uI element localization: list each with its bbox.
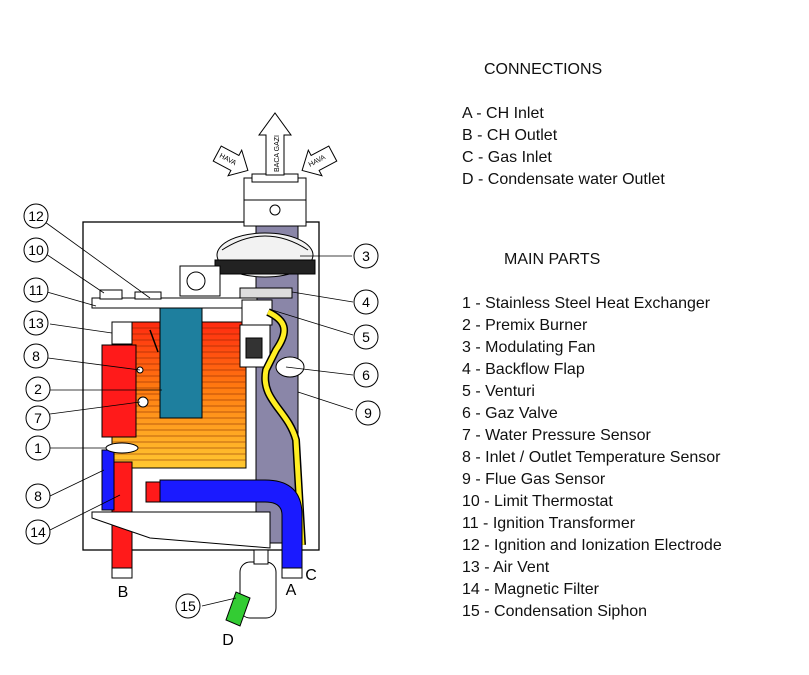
part-item: 7 - Water Pressure Sensor [462, 427, 651, 444]
callout-5: 5 [362, 329, 370, 345]
premix-burner [159, 307, 203, 419]
legend-panel: CONNECTIONS A - CH Inlet B - CH Outlet C… [460, 0, 809, 675]
callout-14: 14 [30, 524, 46, 540]
flue-outlet [243, 173, 307, 227]
callout-8-bottom: 8 [34, 488, 42, 504]
boiler-casing [82, 221, 320, 551]
connections-list: A - CH Inlet B - CH Outlet C - Gas Inlet… [462, 103, 665, 191]
port-label-b: B [118, 584, 129, 601]
callout-2: 2 [34, 381, 42, 397]
part-item: 14 - Magnetic Filter [462, 581, 599, 598]
callout-10: 10 [28, 242, 44, 258]
connection-item: A - CH Inlet [462, 105, 544, 122]
connection-item: C - Gas Inlet [462, 149, 552, 166]
callout-13: 13 [28, 315, 44, 331]
callout-3: 3 [362, 248, 370, 264]
connection-item: D - Condensate water Outlet [462, 171, 665, 188]
part-item: 5 - Venturi [462, 383, 535, 400]
part-item: 4 - Backflow Flap [462, 361, 585, 378]
main-parts-title: MAIN PARTS [504, 251, 601, 268]
part-item: 11 - Ignition Transformer [462, 515, 636, 532]
port-label-c: C [305, 567, 317, 584]
part-item: 12 - Ignition and Ionization Electrode [462, 537, 722, 554]
callout-4: 4 [362, 294, 370, 310]
boiler-diagram: BACA GAZI HAVA HAVA [23, 112, 381, 649]
flue-gas-arrow: BACA GAZI [258, 112, 292, 176]
callout-8-top: 8 [32, 348, 40, 364]
condensation-siphon [225, 549, 277, 627]
callout-9: 9 [364, 405, 372, 421]
callout-11: 11 [29, 282, 44, 298]
part-item: 9 - Flue Gas Sensor [462, 471, 606, 488]
part-item: 15 - Condensation Siphon [462, 603, 648, 620]
callout-6: 6 [362, 367, 370, 383]
port-labels: B A C D [118, 567, 317, 649]
callout-1: 1 [34, 440, 42, 456]
callout-markers: 12 10 11 13 8 2 7 1 8 14 3 4 5 6 9 15 [23, 203, 381, 619]
modulating-fan [179, 232, 316, 297]
main-parts-list: 1 - Stainless Steel Heat Exchanger 2 - P… [462, 293, 722, 623]
port-label-a: A [286, 582, 297, 599]
venturi [241, 299, 273, 326]
part-item: 8 - Inlet / Outlet Temperature Sensor [462, 449, 721, 466]
part-item: 2 - Premix Burner [462, 317, 588, 334]
ch-inlet-pipe [101, 449, 303, 579]
connections-title: CONNECTIONS [484, 61, 603, 78]
air-arrow-left: HAVA [212, 145, 249, 177]
leader-lines [44, 221, 354, 607]
callout-12: 12 [28, 208, 44, 224]
callout-7: 7 [34, 410, 42, 426]
part-item: 1 - Stainless Steel Heat Exchanger [462, 295, 711, 312]
backflow-flap [239, 287, 293, 299]
port-label-d: D [222, 632, 234, 649]
air-arrow-right: HAVA [301, 145, 338, 177]
part-item: 3 - Modulating Fan [462, 339, 596, 356]
part-item: 6 - Gaz Valve [462, 405, 558, 422]
part-item: 10 - Limit Thermostat [462, 493, 613, 510]
pipe-joint [105, 442, 139, 454]
part-item: 13 - Air Vent [462, 559, 550, 576]
condensate-tray [91, 511, 271, 549]
flue-gas-label: BACA GAZI [274, 135, 281, 172]
gas-valve [239, 324, 305, 378]
callout-15: 15 [180, 598, 196, 614]
connection-item: B - CH Outlet [462, 127, 558, 144]
